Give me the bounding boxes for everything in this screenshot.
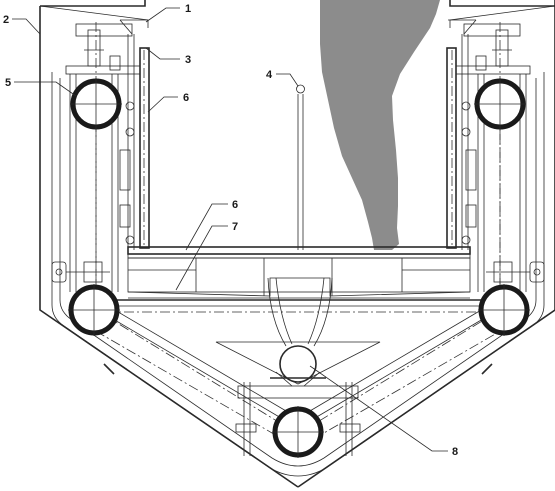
side-bracket-right (486, 261, 545, 283)
hull-joint-right (481, 363, 493, 375)
pole (296, 84, 305, 250)
callout-1: 1 (185, 3, 191, 15)
chain-path (70, 104, 528, 449)
left-frame (65, 19, 150, 300)
roller-top-left (70, 78, 122, 130)
tensioner-assembly (235, 371, 361, 456)
callout-2: 2 (3, 14, 9, 26)
tension-plate (215, 341, 381, 385)
hull-inner-outline (51, 72, 545, 477)
roller-bottom-center (272, 406, 324, 458)
counterweight (279, 345, 317, 383)
callout-7: 7 (232, 221, 238, 233)
roller-top-right (474, 78, 526, 130)
callout-6-upper: 6 (183, 92, 189, 104)
hull-top-edge-right (449, 5, 555, 28)
lower-frame (100, 277, 498, 347)
callout-5: 5 (5, 77, 11, 89)
hull-joint-left (103, 363, 115, 375)
roller-bottom-left (68, 284, 120, 336)
leader-lines (12, 7, 448, 452)
callout-6-lower: 6 (232, 199, 238, 211)
hull-inner-outline-2 (59, 78, 537, 467)
callout-8: 8 (452, 446, 458, 458)
side-bracket-left (51, 261, 110, 283)
roller-bottom-right (478, 284, 530, 336)
platform-deck (127, 246, 471, 296)
hull-outer-outline (39, 0, 555, 488)
callout-4: 4 (266, 69, 273, 81)
figure-silhouette (320, 0, 440, 250)
callout-3: 3 (185, 54, 191, 66)
